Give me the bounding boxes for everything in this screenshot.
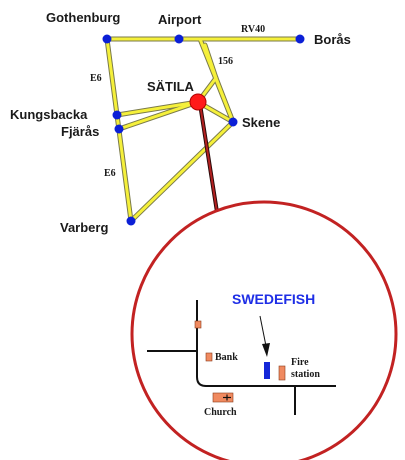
label-varberg: Varberg bbox=[60, 220, 108, 235]
arrow-head-icon bbox=[262, 343, 270, 357]
label-road-e6-north: E6 bbox=[90, 73, 102, 84]
label-fire-station-1: Fire bbox=[291, 357, 309, 368]
label-swedefish: SWEDEFISH bbox=[232, 291, 315, 307]
label-skene: Skene bbox=[242, 115, 280, 130]
label-fire-station-2: station bbox=[291, 369, 320, 380]
inset-building-bank bbox=[205, 352, 213, 362]
inset-building-small bbox=[194, 320, 202, 329]
label-bank: Bank bbox=[215, 352, 238, 363]
city-dot-skene bbox=[228, 117, 238, 127]
label-boras: Borås bbox=[314, 32, 351, 47]
label-road-e6-south: E6 bbox=[104, 168, 116, 179]
city-dot-satila bbox=[189, 93, 207, 111]
city-dot-airport bbox=[174, 34, 184, 44]
label-church: Church bbox=[204, 407, 237, 418]
label-gothenburg: Gothenburg bbox=[46, 10, 120, 25]
road-fjaras-satila bbox=[117, 100, 200, 131]
road-fill bbox=[105, 37, 302, 223]
city-dot-fjaras bbox=[114, 124, 124, 134]
road-kungsbacka-satila bbox=[115, 100, 200, 117]
city-dot-varberg bbox=[126, 216, 136, 226]
inset-building-fire-station bbox=[278, 365, 286, 381]
road-e6-north bbox=[105, 37, 119, 117]
label-fjaras: Fjärås bbox=[61, 124, 99, 139]
label-road-rv40: RV40 bbox=[241, 24, 265, 35]
swedefish-arrow-icon bbox=[259, 315, 267, 347]
road-airport-skene bbox=[198, 37, 235, 124]
inset-building-swedefish bbox=[264, 362, 270, 379]
inset-connector-fill bbox=[199, 103, 218, 213]
inset-circle bbox=[130, 200, 398, 460]
label-satila: SÄTILA bbox=[147, 79, 195, 94]
inset-street-main bbox=[196, 300, 336, 387]
label-kungsbacka: Kungsbacka bbox=[10, 107, 88, 122]
inset-map: SWEDEFISH Bank Fire station Church bbox=[130, 200, 398, 460]
label-road-156: 156 bbox=[218, 56, 233, 67]
city-dot-gothenburg bbox=[102, 34, 112, 44]
label-airport: Airport bbox=[158, 12, 202, 27]
city-dot-boras bbox=[295, 34, 305, 44]
road-varberg-skene bbox=[129, 120, 235, 223]
city-dot-kungsbacka bbox=[112, 110, 122, 120]
